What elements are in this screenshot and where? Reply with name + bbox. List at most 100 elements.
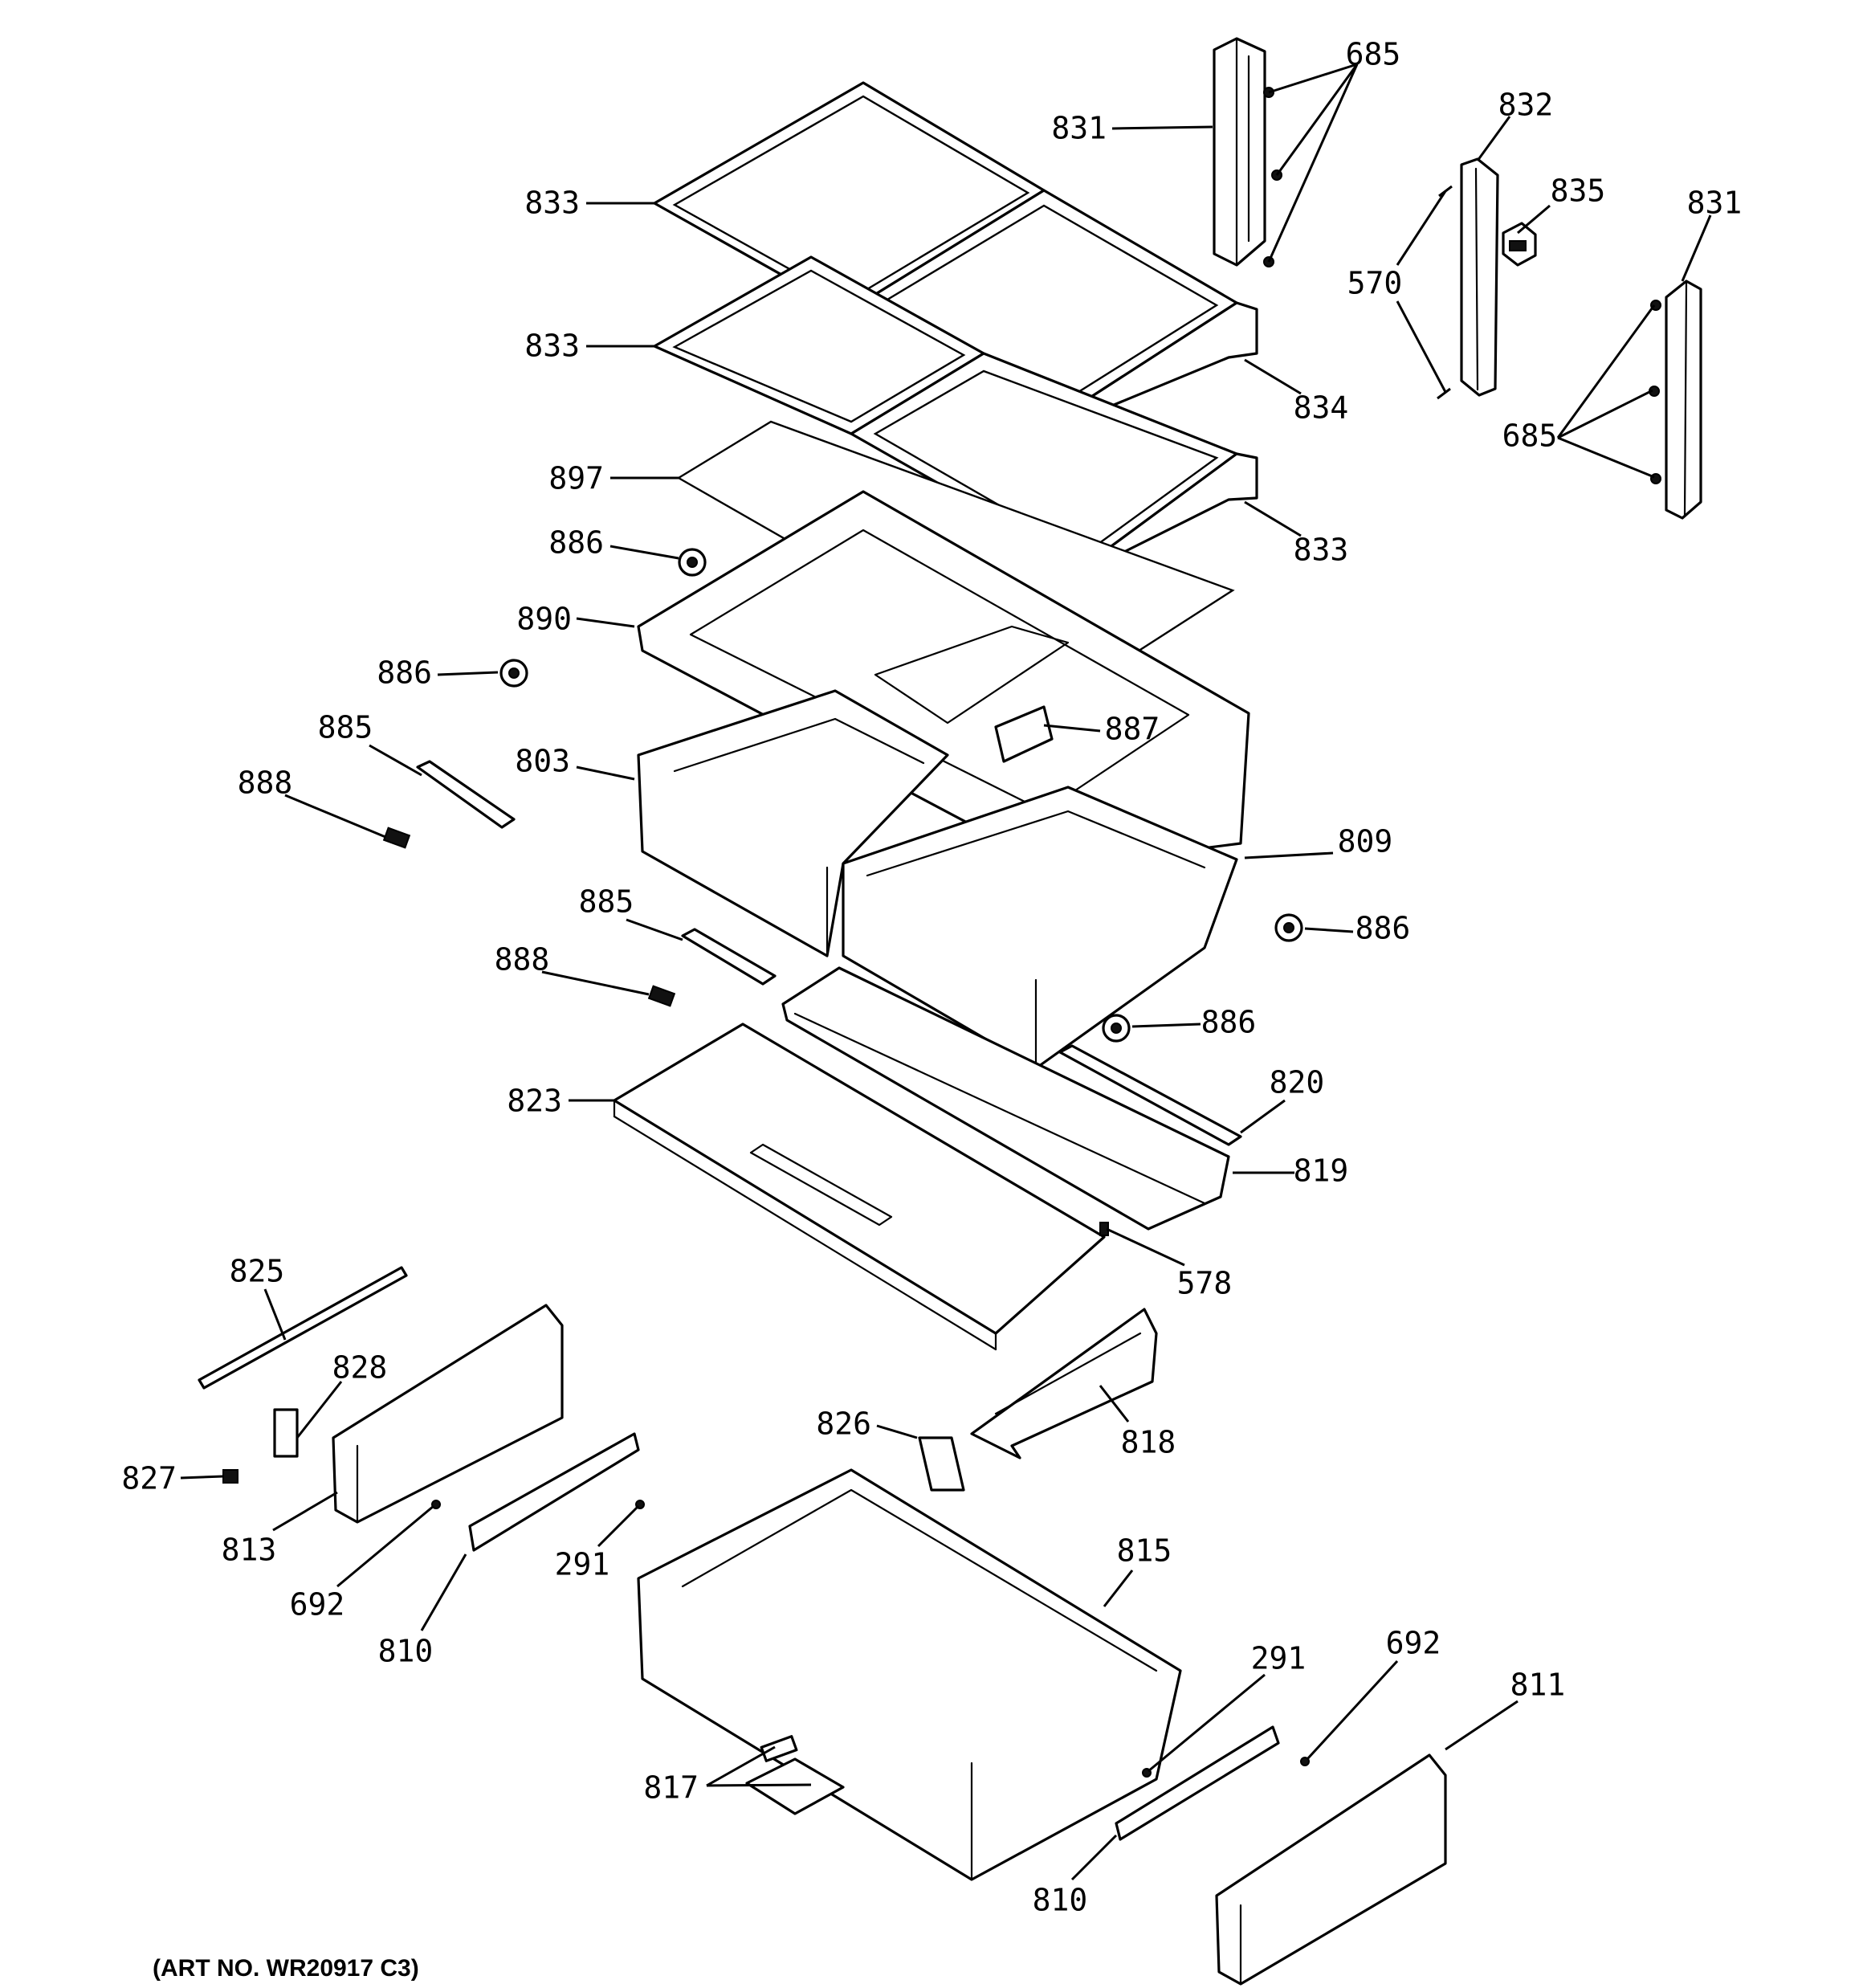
leader-c825-0 [263, 1288, 287, 1341]
leader-c811-0 [1445, 1700, 1519, 1751]
leader-c570-0 [1396, 190, 1447, 266]
leader-c886d-0 [1131, 1023, 1201, 1028]
callout-label-c885b: 885 [579, 884, 634, 920]
part-888-clip-a [382, 827, 411, 849]
callout-label-c831b: 831 [1687, 186, 1743, 221]
part-886-wheel-b [499, 659, 528, 688]
part-820-strip [1058, 1044, 1242, 1146]
callout-label-c888a: 888 [238, 765, 293, 801]
callout-label-c835: 835 [1551, 173, 1606, 209]
part-819-support [781, 966, 1230, 1231]
leader-c828-0 [296, 1381, 343, 1439]
callout-label-c886a: 886 [548, 525, 604, 561]
callout-label-c813: 813 [222, 1533, 277, 1568]
leader-c820-0 [1240, 1099, 1286, 1134]
leader-c890-0 [576, 617, 635, 628]
callout-label-c815: 815 [1117, 1533, 1172, 1569]
leader-c831b-0 [1681, 214, 1712, 282]
leader-c692a-0 [336, 1504, 434, 1588]
leader-c817-0 [706, 1745, 776, 1787]
callout-label-c817: 817 [643, 1770, 699, 1806]
leader-c827-0 [180, 1475, 224, 1480]
part-887-divider [994, 705, 1054, 763]
callout-label-c832: 832 [1498, 88, 1554, 123]
part-810-slide-right [1115, 1725, 1280, 1841]
leader-c809-0 [1244, 851, 1334, 859]
part-823-cover [613, 1023, 1106, 1351]
part-811-bracket [1215, 1753, 1447, 1986]
part-813-bracket [332, 1304, 564, 1524]
part-833-shelf-middle [653, 255, 1258, 574]
callout-label-c818: 818 [1121, 1425, 1176, 1460]
leader-c832-0 [1476, 116, 1511, 161]
leader-c685b-1 [1557, 389, 1653, 439]
leader-c810b-0 [1070, 1834, 1118, 1881]
callout-label-c820: 820 [1270, 1065, 1325, 1100]
part-828-latch [273, 1408, 299, 1458]
callout-label-c897: 897 [548, 461, 604, 496]
callout-label-c833b: 833 [524, 329, 580, 364]
part-886-wheel-c [1274, 913, 1303, 942]
leader-c887-0 [1043, 724, 1101, 733]
callout-label-c886d: 886 [1201, 1005, 1257, 1040]
callout-label-c578: 578 [1177, 1266, 1233, 1301]
leader-c685a-1 [1275, 63, 1359, 176]
leader-c692b-0 [1306, 1659, 1399, 1761]
part-886-wheel-d [1102, 1014, 1131, 1043]
leader-c685a-0 [1268, 63, 1358, 94]
callout-label-c685b: 685 [1502, 418, 1558, 454]
leader-c886c-0 [1304, 927, 1354, 933]
leader-c886a-0 [609, 545, 679, 560]
leader-c810a-0 [420, 1553, 467, 1631]
callout-label-c809: 809 [1338, 824, 1393, 859]
leader-c578-0 [1106, 1227, 1185, 1267]
leader-c885b-0 [626, 918, 683, 941]
callout-label-c827: 827 [121, 1461, 177, 1496]
part-826-part [918, 1436, 965, 1492]
callout-label-c890: 890 [516, 602, 572, 637]
callout-label-c831a: 831 [1051, 111, 1107, 146]
part-692-screw-b [1300, 1757, 1310, 1766]
part-692-screw-a [431, 1500, 441, 1509]
part-810-slide-left [468, 1432, 640, 1552]
leader-c818-0 [1099, 1385, 1130, 1423]
leader-c833c-0 [1244, 500, 1302, 537]
callout-label-c570: 570 [1347, 266, 1403, 301]
callout-label-c826: 826 [816, 1406, 871, 1442]
leader-c685b-0 [1556, 304, 1656, 439]
leader-lines [180, 63, 1712, 1881]
part-886-wheel-a [678, 548, 707, 577]
leader-c685b-2 [1557, 436, 1655, 479]
leader-c685a-2 [1267, 63, 1359, 263]
callout-label-c888b: 888 [495, 942, 550, 978]
callout-label-c886c: 886 [1355, 911, 1411, 946]
callout-label-c811: 811 [1510, 1668, 1566, 1703]
callout-label-c887: 887 [1105, 712, 1160, 747]
part-827-stop [222, 1469, 238, 1484]
leader-c817-1 [706, 1783, 812, 1787]
callout-label-c291a: 291 [555, 1547, 610, 1582]
leader-c835-0 [1517, 204, 1551, 235]
callout-label-c828: 828 [332, 1350, 388, 1386]
part-803-bin [637, 689, 949, 957]
leader-c831a-0 [1111, 125, 1213, 130]
callout-label-c886b: 886 [377, 655, 432, 691]
callout-label-c825: 825 [230, 1254, 285, 1289]
callout-label-c291b: 291 [1251, 1641, 1307, 1676]
callout-label-c810a: 810 [378, 1634, 434, 1669]
leader-c826-0 [876, 1424, 918, 1439]
part-885-slide-b [681, 928, 777, 986]
callout-label-c833c: 833 [1294, 533, 1349, 568]
leader-c888a-0 [284, 794, 386, 839]
leader-c813-0 [272, 1491, 338, 1532]
callout-label-c803: 803 [515, 744, 570, 779]
callout-label-c823: 823 [507, 1084, 562, 1119]
leader-c815-0 [1103, 1570, 1134, 1607]
part-832-rail [1460, 157, 1499, 397]
callout-label-c885a: 885 [318, 710, 373, 745]
leader-c886b-0 [437, 671, 499, 676]
part-825-rod [198, 1266, 408, 1390]
part-815-drawer [637, 1468, 1182, 1881]
art-number: (ART NO. WR20917 C3) [153, 1955, 419, 1982]
